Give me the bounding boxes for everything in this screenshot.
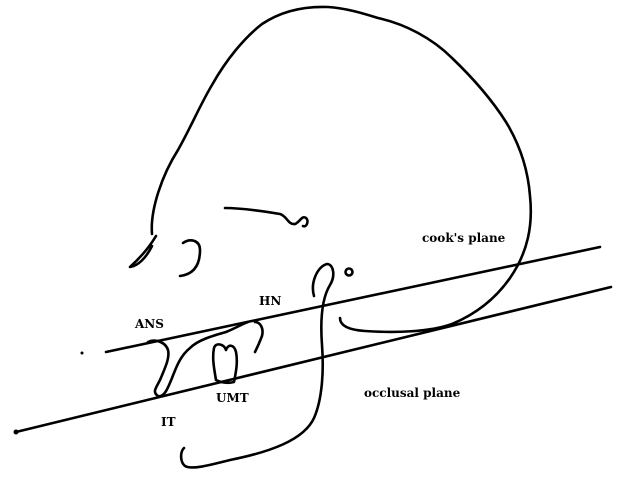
umt-label: UMT — [216, 391, 249, 405]
occlusal-plane-label: occlusal plane — [364, 386, 461, 400]
hn-label: HN — [259, 294, 281, 308]
face-profile — [130, 236, 156, 267]
skull-outline — [152, 7, 531, 332]
brow-stroke — [225, 208, 307, 226]
cooks-plane-label: cook's plane — [422, 231, 506, 245]
occlusal-plane-endpoint — [14, 430, 19, 435]
porion-circle — [346, 269, 353, 276]
orbit-hook — [180, 240, 200, 276]
stray-dot — [81, 352, 84, 355]
condyle-stroke — [255, 322, 263, 352]
ans-label: ANS — [134, 317, 164, 331]
cooks-plane-line — [106, 247, 600, 352]
upper-molar — [213, 344, 237, 382]
mandible-ramus — [181, 264, 333, 467]
it-label: IT — [161, 415, 176, 429]
